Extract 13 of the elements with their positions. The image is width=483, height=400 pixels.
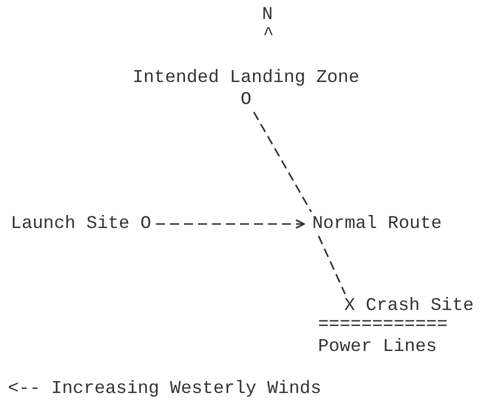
map-label: <-- Increasing Westerly Winds [8,378,322,400]
map-label: N [262,4,273,26]
place-label: X Crash Site [344,295,474,317]
place-label: Normal Route [312,213,442,235]
location-marker: O [240,89,252,111]
map-label: ============ [318,314,448,336]
dashed-line [318,236,346,294]
dashed-line [253,112,312,212]
place-label: Intended Landing Zone [132,67,360,89]
map-label: Power Lines [318,336,437,358]
dashed-arrow [156,219,305,229]
map-label: ^ [263,24,274,46]
place-label: Launch Site O [10,213,152,235]
